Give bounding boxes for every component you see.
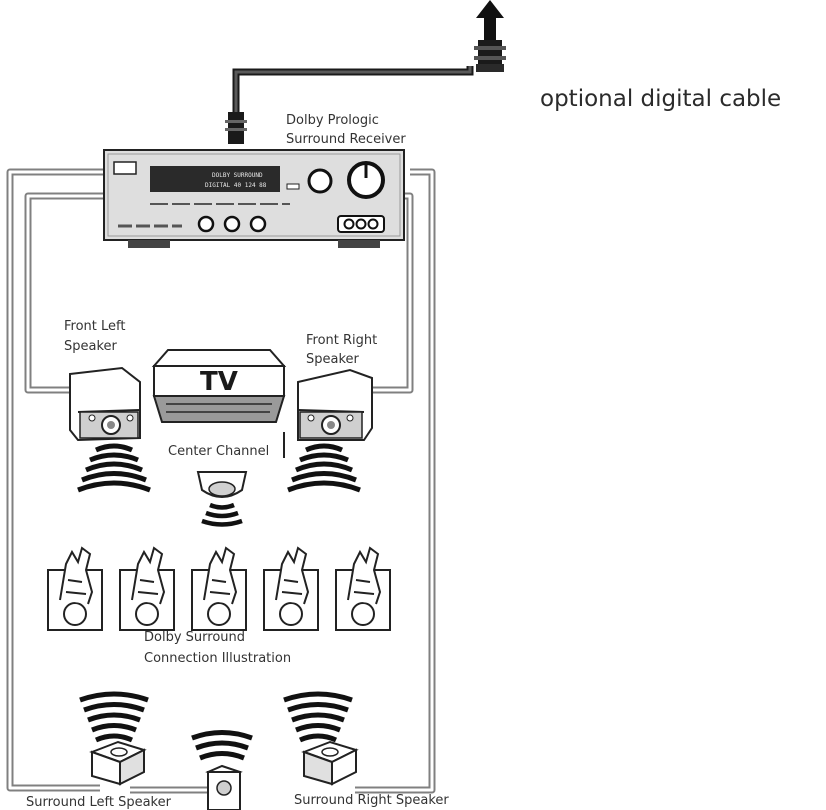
rear-speaker-icon	[205, 764, 243, 810]
illustration-caption-line2: Connection Illustration	[144, 651, 291, 666]
front-right-sound-wave-icon	[287, 443, 361, 493]
front-left-speaker-icon	[69, 366, 141, 442]
receiver-icon: DOLBY SURROUND DIGITAL 40 124 88	[103, 149, 405, 248]
surround-left-label: Surround Left Speaker	[26, 795, 172, 810]
listener-seat-icon	[47, 546, 103, 631]
front-left-sound-wave-icon	[77, 443, 151, 493]
receiver-display	[150, 166, 280, 192]
center-sound-wave-icon	[201, 502, 243, 527]
illustration-caption-line1: Dolby Surround	[144, 630, 245, 645]
up-arrow-icon	[476, 0, 504, 40]
listener-seat-icon	[335, 546, 391, 631]
center-channel-label: Center Channel	[168, 444, 269, 459]
front-left-label-line2: Speaker	[64, 339, 118, 354]
surround-left-sound-wave-icon	[79, 691, 149, 743]
rear-sound-wave-icon	[191, 730, 253, 761]
tv-icon	[151, 349, 287, 423]
receiver-plug-icon	[225, 112, 247, 144]
receiver-display-line2: DIGITAL 40 124 88	[205, 182, 267, 189]
listener-seats	[47, 546, 391, 631]
receiver-volume-knob	[347, 161, 385, 199]
tv-label: TV	[200, 367, 238, 397]
receiver-display-line1: DOLBY SURROUND	[212, 172, 263, 179]
front-right-label-line1: Front Right	[306, 333, 377, 348]
front-right-speaker-icon	[297, 368, 373, 441]
receiver-label-line1: Dolby Prologic	[286, 113, 379, 128]
receiver-small-knob	[307, 168, 333, 194]
center-speaker-icon	[196, 471, 248, 498]
optional-digital-cable	[225, 0, 506, 144]
listener-seat-icon	[191, 546, 247, 631]
front-right-label-line2: Speaker	[306, 352, 360, 367]
cable-connector-icon	[474, 40, 506, 72]
surround-left-speaker-icon	[89, 740, 147, 786]
listener-seat-icon	[263, 546, 319, 631]
surround-right-speaker-icon	[301, 740, 359, 786]
surround-right-sound-wave-icon	[283, 691, 353, 743]
optional-cable-label: optional digital cable	[540, 86, 781, 112]
speaker-wires	[6, 168, 436, 794]
surround-right-label: Surround Right Speaker	[294, 793, 449, 808]
front-left-label-line1: Front Left	[64, 319, 125, 334]
receiver-label-line2: Surround Receiver	[286, 132, 406, 147]
listener-seat-icon	[119, 546, 175, 631]
